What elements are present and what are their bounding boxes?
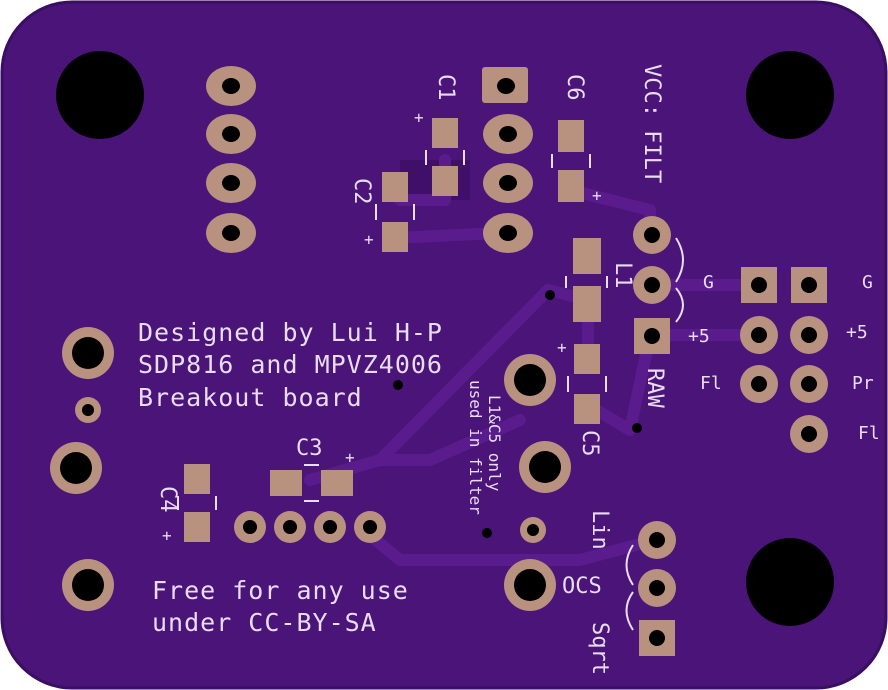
fl-left-label: Fl [700, 373, 722, 394]
filter-note-line1: L1&C5 only [485, 395, 504, 492]
c1-footprint [425, 118, 465, 196]
lin-label: Lin [587, 510, 612, 550]
c4-footprint [177, 464, 217, 542]
credits-line3: Breakout board [138, 383, 363, 412]
credits-line1: Designed by Lui H-P [138, 318, 443, 347]
p5-right-label: +5 [846, 322, 868, 343]
c1-label: C1 [433, 74, 458, 101]
l1-label: L1 [610, 262, 635, 289]
g-left-label: G [703, 272, 714, 293]
pr-label: Pr [852, 373, 874, 394]
g-right-label: G [862, 272, 873, 293]
license-line2: under CC-BY-SA [152, 608, 377, 637]
c2-footprint [375, 172, 415, 252]
c6-label: C6 [562, 74, 587, 101]
c2-plus: + [364, 230, 374, 249]
vias [393, 290, 642, 538]
fl-right-label: Fl [858, 423, 880, 444]
c4-plus: + [162, 526, 172, 545]
l1-footprint [565, 238, 608, 322]
mounting-holes [56, 51, 834, 626]
c3-footprint [270, 464, 353, 502]
c1-plus: + [414, 108, 424, 127]
vcc-label: VCC: FILT [639, 64, 664, 184]
c4-label: C4 [155, 486, 180, 513]
sqrt-label: Sqrt [587, 622, 612, 675]
c5-plus: + [557, 338, 567, 357]
credits-line2: SDP816 and MPVZ4006 [138, 350, 443, 379]
raw-label: RAW [642, 368, 667, 408]
c6-footprint [551, 120, 591, 202]
filter-note-line2: used in filter [466, 380, 485, 515]
ocs-label: OCS [562, 574, 602, 599]
c3-label: C3 [296, 436, 323, 461]
license-line1: Free for any use [152, 576, 409, 605]
c3-plus: + [345, 448, 355, 467]
sensor-pads [234, 511, 386, 543]
c2-label: C2 [349, 178, 374, 205]
c6-plus: + [592, 186, 602, 205]
c5-label: C5 [577, 430, 602, 457]
c5-footprint [567, 344, 607, 424]
p5-left-label: +5 [688, 326, 710, 347]
